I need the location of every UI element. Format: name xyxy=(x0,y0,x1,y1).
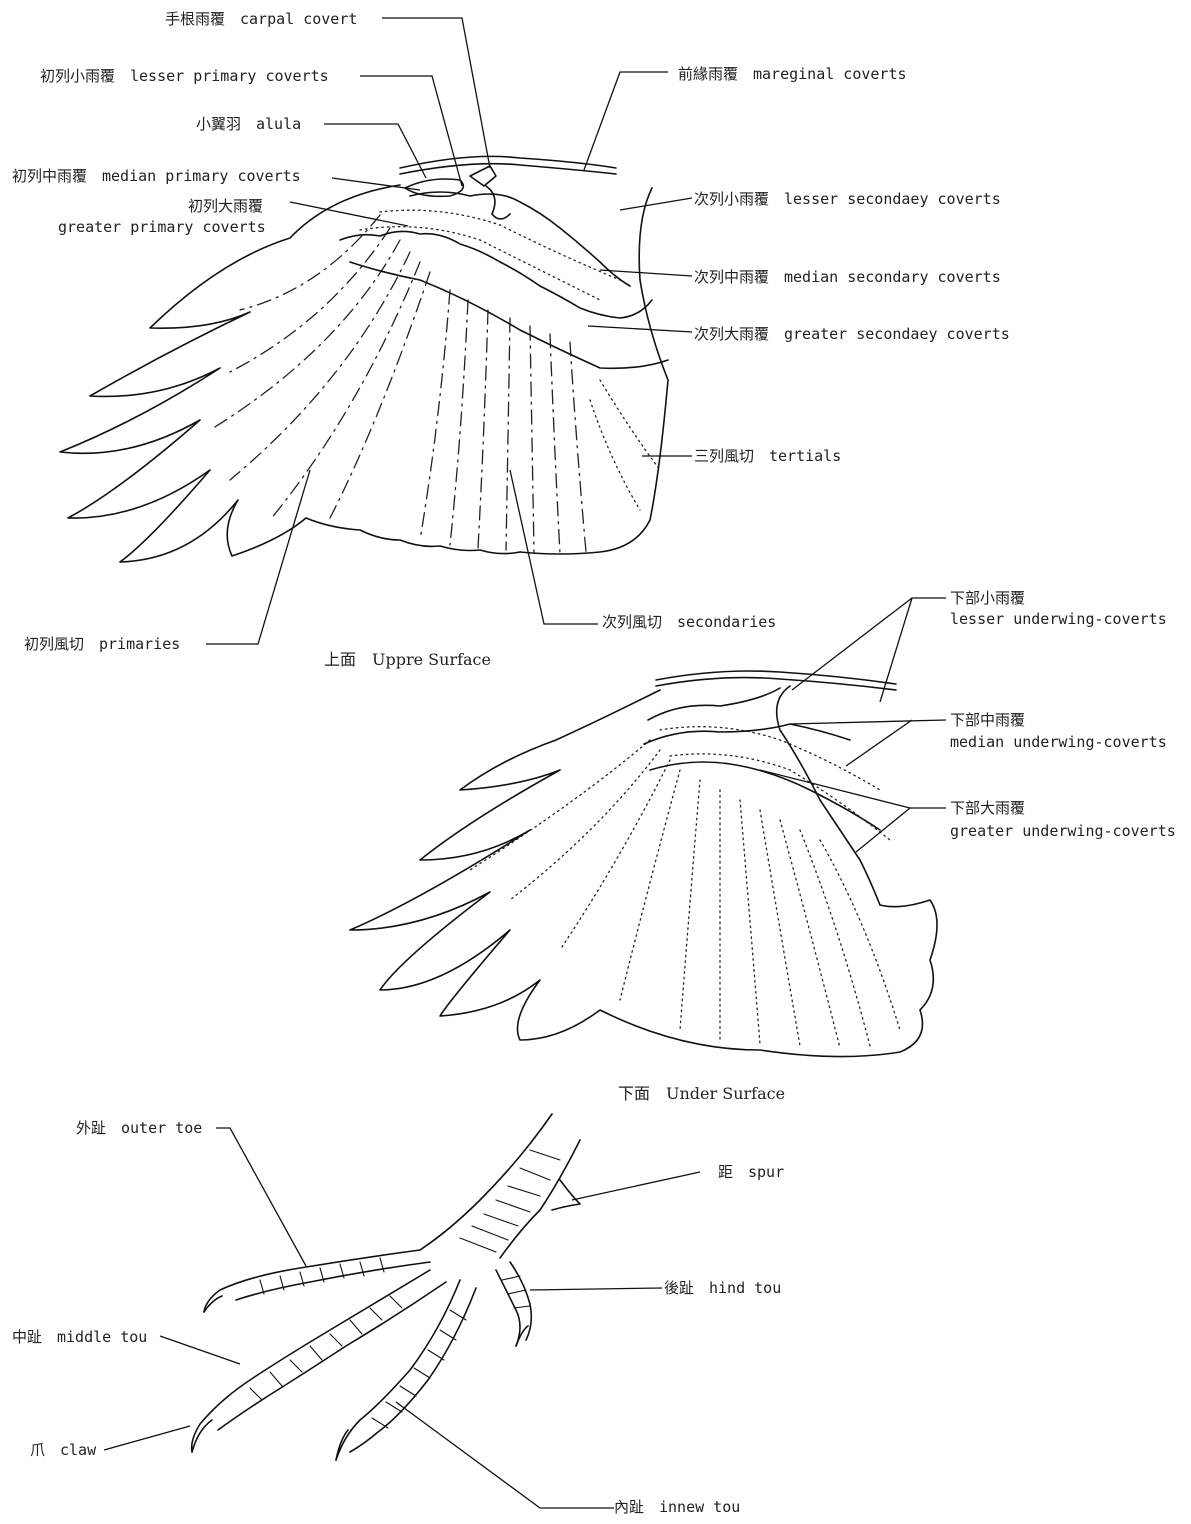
upper-wing-leaders xyxy=(206,18,692,644)
label-median-primary-coverts: 初列中雨覆 median primary coverts xyxy=(12,167,301,185)
upper-wing-primaries-outline xyxy=(60,185,400,562)
foot-drawing xyxy=(192,1114,580,1460)
label-outer-toe: 外趾 outer toe xyxy=(76,1119,202,1137)
caption-under-surface: 下面 Under Surface xyxy=(618,1084,785,1103)
upper-wing-leading-edge xyxy=(400,156,616,168)
label-primaries: 初列風切 primaries xyxy=(24,635,180,653)
under-wing-drawing xyxy=(350,671,937,1057)
label-median-secondary-coverts: 次列中雨覆 median secondary coverts xyxy=(694,268,1001,286)
label-median-underwing-en: median underwing-coverts xyxy=(950,733,1167,751)
label-middle-toe: 中趾 middle tou xyxy=(12,1328,147,1346)
label-alula: 小翼羽 alula xyxy=(196,115,301,133)
foot-leaders xyxy=(104,1128,700,1508)
upper-wing-inner-edge xyxy=(520,188,668,554)
label-claw: 爪 claw xyxy=(30,1441,97,1459)
upper-wing-labels: 手根雨覆 carpal covert 初列小雨覆 lesser primary … xyxy=(12,10,1010,669)
label-lesser-underwing-en: lesser underwing-coverts xyxy=(950,610,1167,628)
label-greater-underwing-en: greater underwing-coverts xyxy=(950,822,1176,840)
label-greater-primary-coverts-en: greater primary coverts xyxy=(58,218,266,236)
label-lesser-secondary-coverts: 次列小雨覆 lesser secondaey coverts xyxy=(694,190,1001,208)
label-inner-toe: 內趾 innew tou xyxy=(614,1498,740,1516)
under-wing-outline xyxy=(350,690,937,1057)
label-greater-primary-coverts-jp: 初列大雨覆 xyxy=(188,197,263,215)
label-carpal-covert: 手根雨覆 carpal covert xyxy=(165,10,357,28)
label-secondaries: 次列風切 secondaries xyxy=(602,613,776,631)
label-lesser-primary-coverts: 初列小雨覆 lesser primary coverts xyxy=(40,67,329,85)
label-marginal-coverts: 前緣雨覆 mareginal coverts xyxy=(678,65,907,83)
caption-upper-surface: 上面 Uppre Surface xyxy=(324,650,491,669)
label-spur: 距 spur xyxy=(718,1163,784,1181)
label-greater-underwing-jp: 下部大雨覆 xyxy=(950,799,1025,817)
under-wing-labels: 下部小雨覆 lesser underwing-coverts 下部中雨覆 med… xyxy=(618,589,1176,1103)
label-median-underwing-jp: 下部中雨覆 xyxy=(950,711,1025,729)
label-lesser-underwing-jp: 下部小雨覆 xyxy=(950,589,1025,607)
label-greater-secondary-coverts: 次列大雨覆 greater secondaey coverts xyxy=(694,325,1010,343)
label-hind-toe: 後趾 hind tou xyxy=(664,1279,781,1297)
label-tertials: 三列風切 tertials xyxy=(694,447,841,465)
